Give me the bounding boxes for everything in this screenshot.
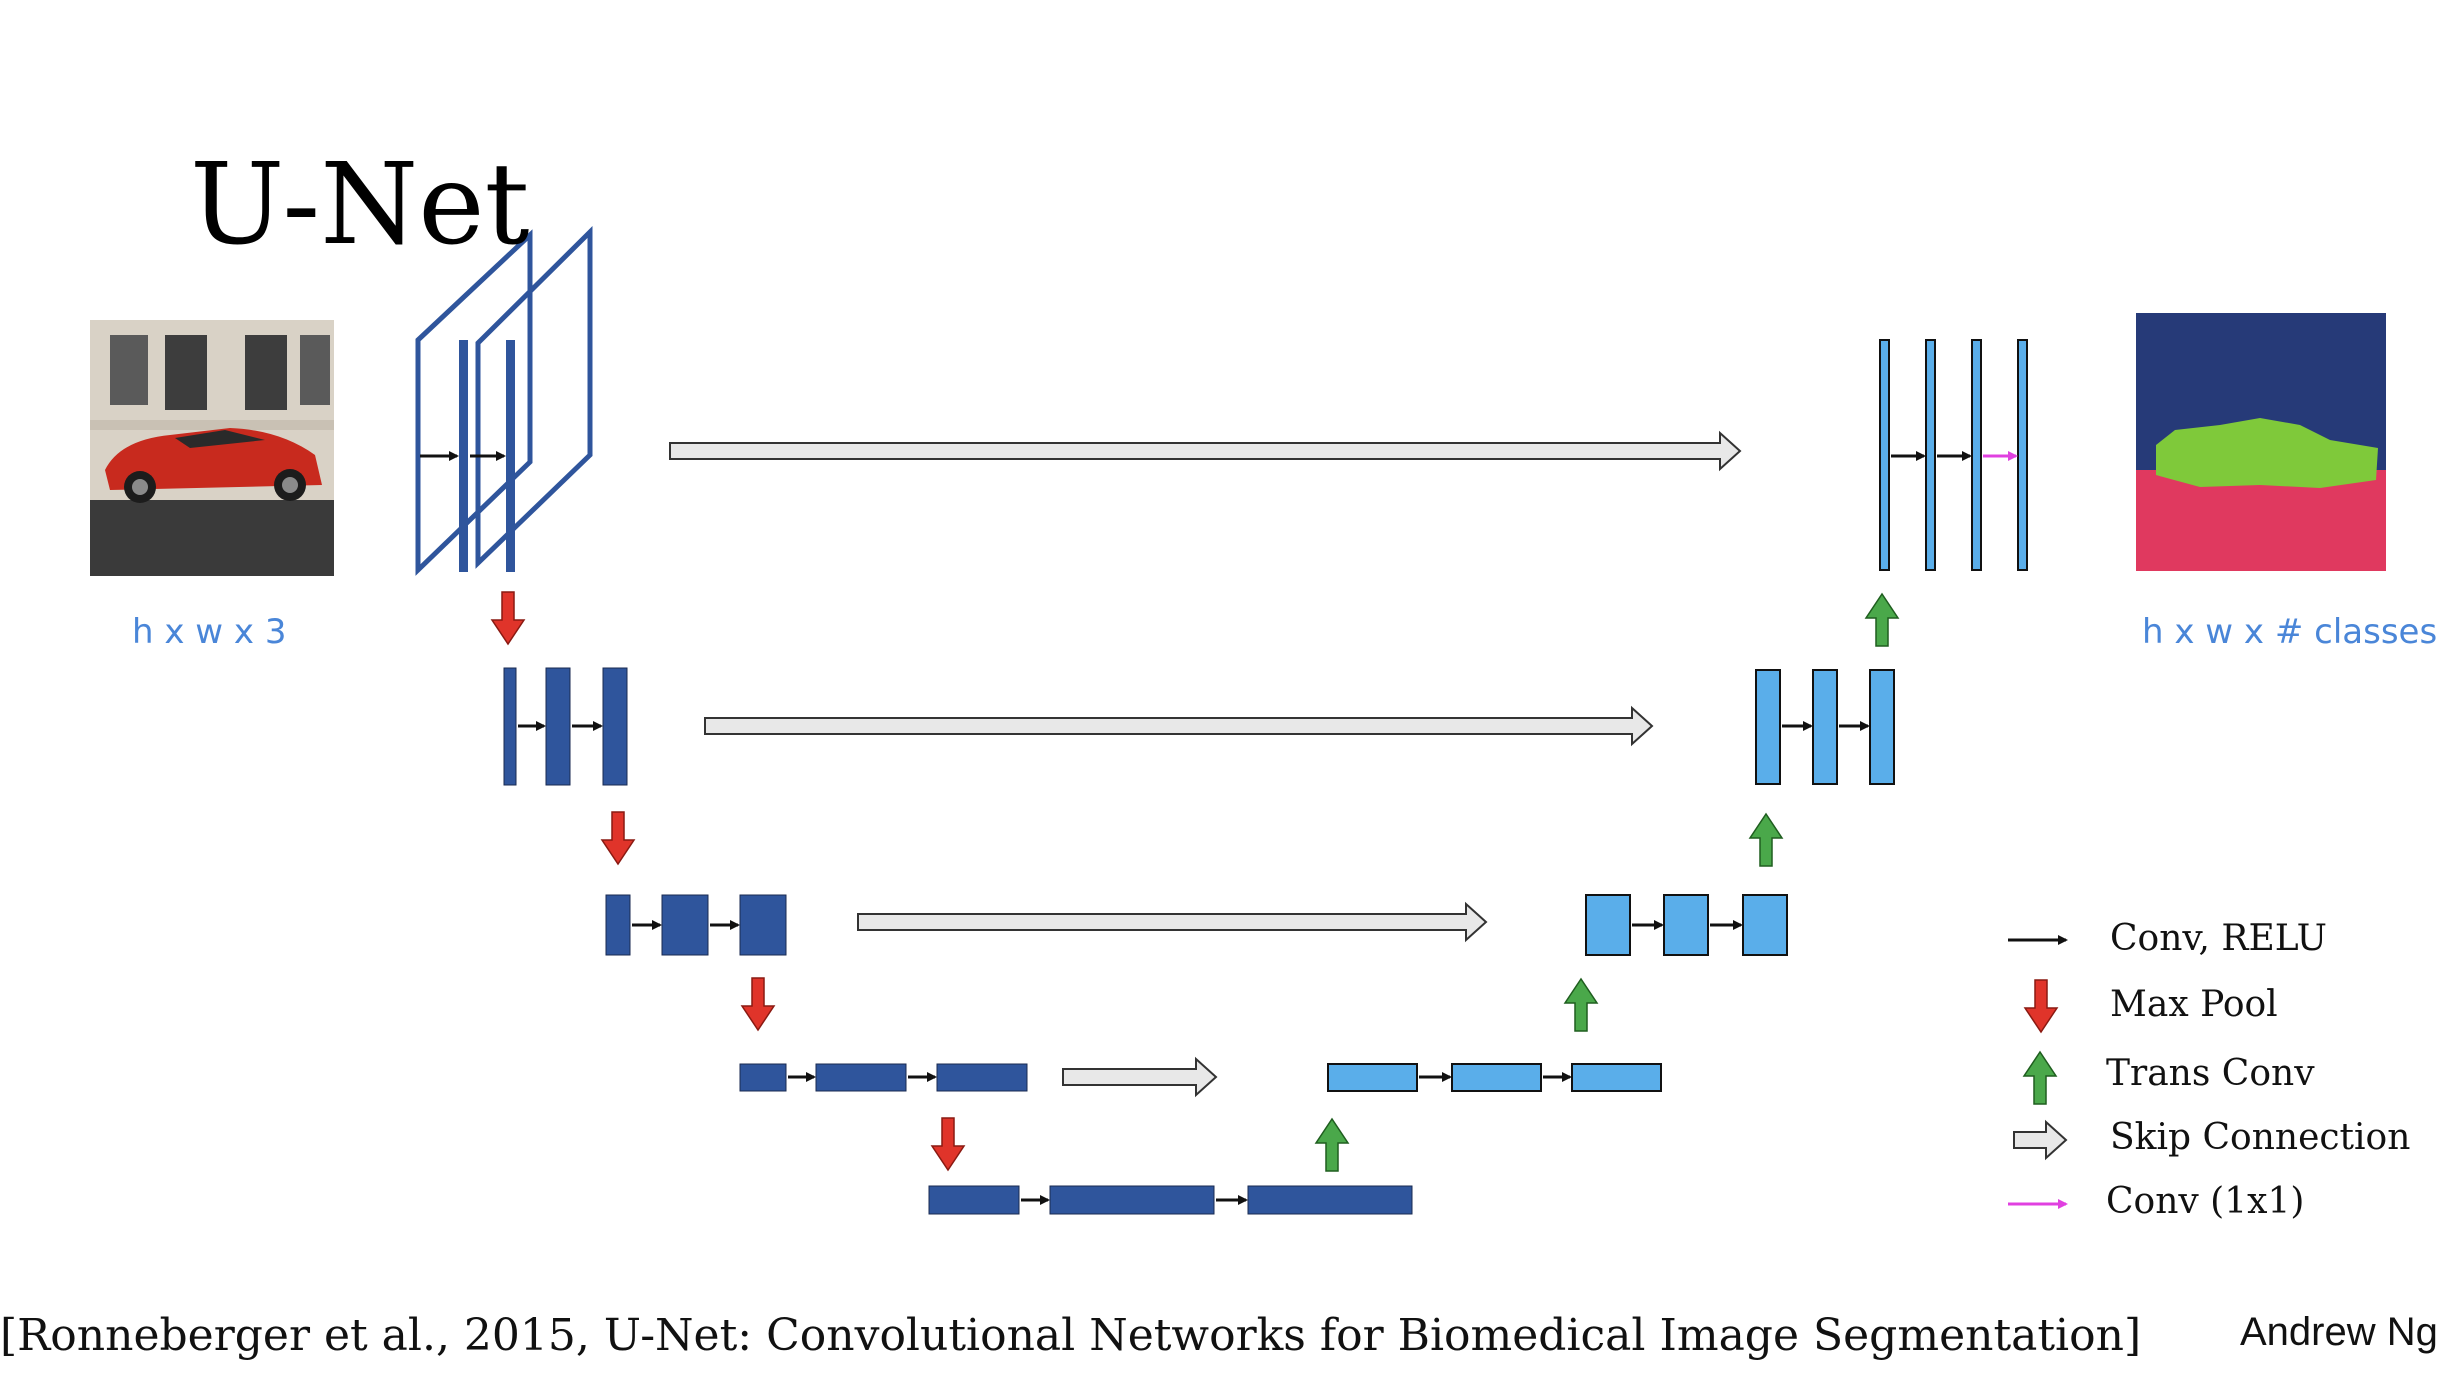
encoder-level-4 bbox=[739, 1063, 1028, 1092]
legend-label-skip-connection: Skip Connection bbox=[2110, 1117, 2411, 1158]
output-segmentation-mask bbox=[2136, 313, 2386, 571]
decoder-level-3 bbox=[1585, 894, 1788, 956]
skip-connections bbox=[669, 430, 1742, 1098]
bottleneck bbox=[928, 1185, 1413, 1215]
skip-connection-2 bbox=[704, 705, 1654, 747]
conv-arrows bbox=[420, 451, 1972, 1205]
author-name: Andrew Ng bbox=[2240, 1310, 2438, 1354]
output-dimension-label: h x w x # classes bbox=[2142, 612, 2438, 652]
red-down-arrow-icon bbox=[2023, 979, 2059, 1034]
decoder-level-2 bbox=[1755, 669, 1895, 785]
hollow-arrow-icon bbox=[2013, 1119, 2068, 1161]
encoder-level-1 bbox=[415, 226, 593, 576]
trans-conv-arrows bbox=[1314, 592, 1900, 1172]
decoder-level-4 bbox=[1327, 1063, 1662, 1092]
encoder-level-3 bbox=[605, 894, 787, 956]
skip-connection-4 bbox=[1062, 1056, 1218, 1098]
legend-label-conv-relu: Conv, RELU bbox=[2110, 918, 2328, 959]
green-up-arrow-icon bbox=[2022, 1050, 2058, 1105]
input-dimension-label: h x w x 3 bbox=[132, 612, 287, 652]
input-plane-1 bbox=[415, 229, 533, 576]
legend-label-conv-1x1: Conv (1x1) bbox=[2106, 1181, 2305, 1222]
decoder-level-1 bbox=[1879, 339, 2028, 571]
input-car-photo bbox=[90, 320, 334, 576]
legend-icons bbox=[2008, 935, 2068, 1209]
max-pool-arrows bbox=[490, 591, 966, 1172]
skip-connection-3 bbox=[857, 901, 1488, 943]
citation: [Ronneberger et al., 2015, U-Net: Convol… bbox=[0, 1310, 2142, 1361]
legend-label-trans-conv: Trans Conv bbox=[2106, 1053, 2315, 1094]
skip-connection-1 bbox=[669, 430, 1742, 472]
page-title: U-Net bbox=[190, 140, 530, 270]
encoder-l1-bar-1 bbox=[459, 340, 468, 572]
encoder-level-2 bbox=[503, 667, 628, 786]
encoder-l1-bar-2 bbox=[506, 340, 515, 572]
input-plane-2 bbox=[475, 226, 593, 569]
legend-label-max-pool: Max Pool bbox=[2110, 984, 2278, 1025]
